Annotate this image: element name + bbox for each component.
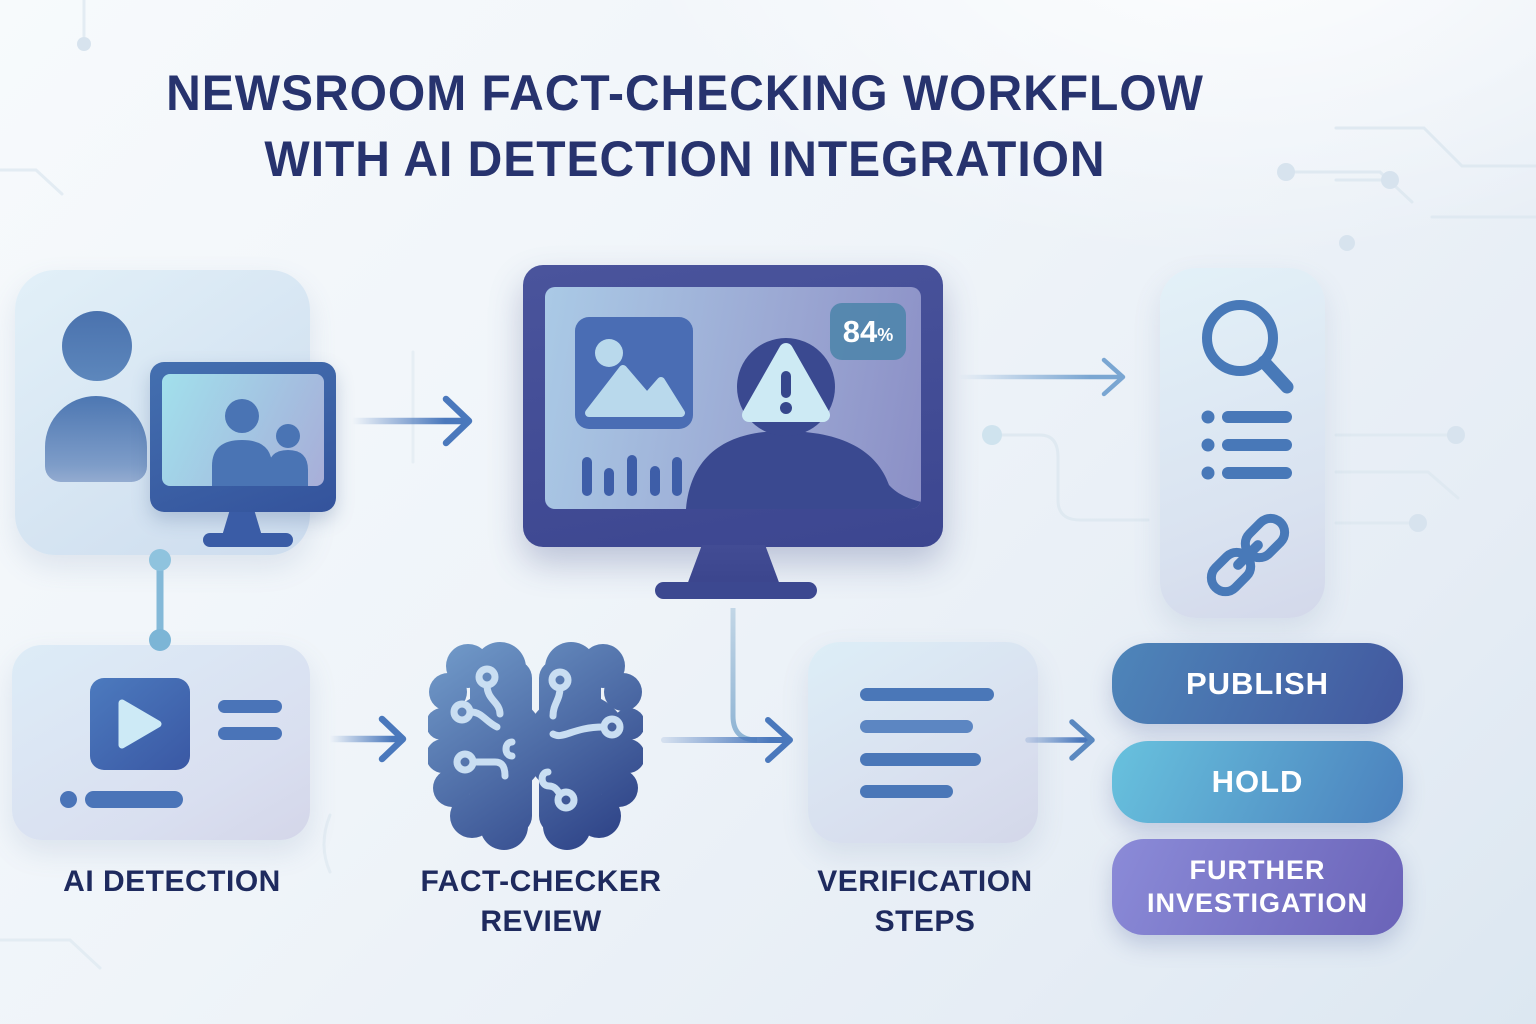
- bulleted-list-icon: [1201, 410, 1292, 480]
- hold-button[interactable]: HOLD: [1112, 741, 1403, 823]
- page-title: NEWSROOM FACT-CHECKING WORKFLOW WITH AI …: [85, 60, 1285, 192]
- progress-dot-icon: [60, 791, 77, 808]
- video-player-icon: [90, 678, 190, 770]
- analysis-monitor-screen: 84 %: [545, 287, 921, 509]
- confidence-unit: %: [877, 325, 894, 345]
- progress-bar-icon: [85, 791, 183, 808]
- page-title-line2: WITH AI DETECTION INTEGRATION: [264, 131, 1106, 187]
- person-icon: [45, 396, 147, 482]
- confidence-score-badge: 84 %: [830, 303, 906, 360]
- text-line-icon: [218, 727, 282, 740]
- bar-chart-icon: [582, 455, 682, 496]
- checklist-line-icon: [860, 753, 981, 766]
- checklist-line-icon: [860, 785, 953, 798]
- publish-button[interactable]: PUBLISH: [1112, 643, 1403, 724]
- video-call-screen: [162, 374, 324, 486]
- monitor-stand: [687, 545, 780, 585]
- video-call-people-icon: [212, 399, 308, 486]
- verification-steps-label: VERIFICATION STEPS: [817, 865, 1033, 938]
- fact-checker-review-label: FACT-CHECKER REVIEW: [420, 865, 662, 938]
- link-icon: [1206, 513, 1290, 597]
- play-icon: [118, 699, 162, 749]
- page-title-line1: NEWSROOM FACT-CHECKING WORKFLOW: [166, 65, 1204, 121]
- confidence-value: 84: [842, 313, 878, 349]
- image-placeholder-icon: [575, 317, 693, 429]
- monitor-base: [203, 533, 293, 547]
- search-icon: [1202, 300, 1294, 394]
- ai-detection-label: AI DETECTION: [63, 865, 281, 898]
- suspect-silhouette-icon: [686, 338, 921, 509]
- person-icon: [62, 311, 132, 381]
- checklist-line-icon: [860, 720, 973, 733]
- text-line-icon: [218, 700, 282, 713]
- circuit-nodes-icon: [450, 665, 624, 812]
- further-investigation-button[interactable]: FURTHER INVESTIGATION: [1112, 839, 1403, 935]
- ai-brain-icon: [428, 642, 643, 850]
- warning-triangle-icon: [742, 343, 830, 422]
- monitor-stand: [222, 512, 262, 536]
- checklist-line-icon: [860, 688, 994, 701]
- verification-steps-card: [808, 642, 1038, 843]
- monitor-base: [655, 582, 817, 599]
